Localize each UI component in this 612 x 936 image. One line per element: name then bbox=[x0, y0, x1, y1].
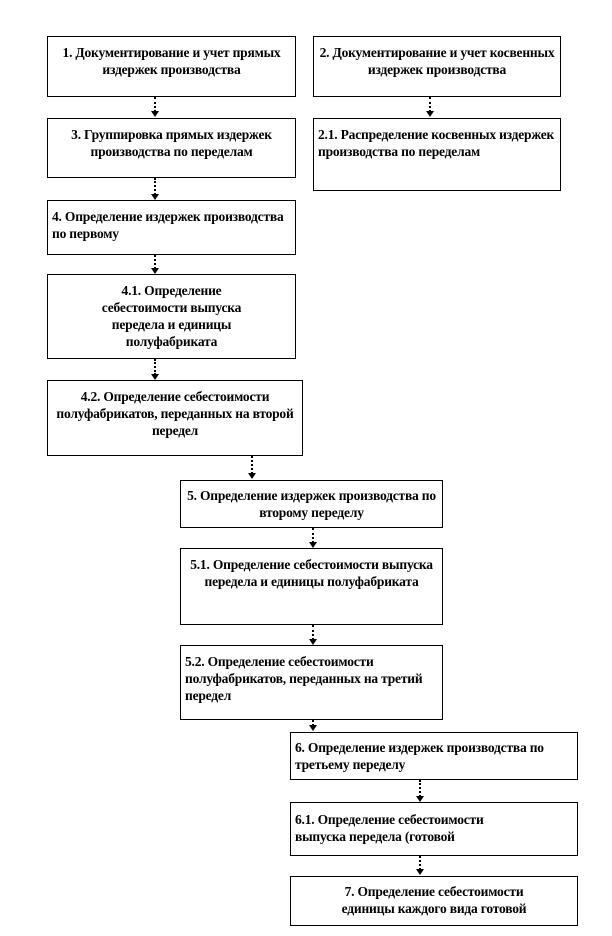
arrow-6-to-6-1 bbox=[419, 780, 421, 797]
arrow-5-1-to-5-2 bbox=[312, 625, 314, 640]
arrow-5-2-to-6 bbox=[312, 720, 314, 726]
arrow-5-to-5-1 bbox=[312, 528, 314, 543]
arrow-6-1-to-7-head bbox=[416, 869, 424, 875]
arrow-5-to-5-1-head bbox=[309, 542, 317, 548]
arrow-4-to-4-1 bbox=[154, 255, 156, 269]
step-4-1-box: 4.1. Определение себестоимости выпуска п… bbox=[47, 274, 296, 359]
step-3-box: 3. Группировка прямых издержек производс… bbox=[47, 118, 296, 178]
step-6-1-box: 6.1. Определение себестоимости выпуска п… bbox=[290, 802, 578, 856]
step-7-text: 7. Определение себестоимости единицы каж… bbox=[341, 884, 527, 916]
arrow-5-1-to-5-2-head bbox=[309, 639, 317, 645]
step-5-1-box: 5.1. Определение себестоимости выпуска п… bbox=[180, 548, 443, 625]
step-4-2-text: 4.2. Определение себестоимости полуфабри… bbox=[56, 389, 294, 438]
arrow-4-1-to-4-2-head bbox=[151, 374, 159, 380]
step-2-box: 2. Документирование и учет косвенных изд… bbox=[313, 36, 561, 97]
arrow-1-to-3 bbox=[154, 97, 156, 112]
arrow-4-2-to-5 bbox=[251, 456, 253, 474]
arrow-3-to-4-head bbox=[151, 194, 159, 200]
step-5-box: 5. Определение издержек производства по … bbox=[180, 480, 443, 528]
step-4-2-box: 4.2. Определение себестоимости полуфабри… bbox=[47, 380, 303, 456]
arrow-3-to-4 bbox=[154, 178, 156, 195]
step-6-text: 6. Определение издержек производства по … bbox=[295, 740, 544, 772]
step-2-1-text: 2.1. Распределение косвенных издержек пр… bbox=[318, 127, 555, 159]
step-5-1-text: 5.1. Определение себестоимости выпуска п… bbox=[190, 557, 433, 589]
arrow-4-to-4-1-head bbox=[151, 268, 159, 274]
step-2-text: 2. Документирование и учет косвенных изд… bbox=[319, 45, 555, 77]
arrow-4-1-to-4-2 bbox=[154, 359, 156, 375]
step-5-text: 5. Определение издержек производства по … bbox=[187, 488, 436, 520]
arrow-4-2-to-5-head bbox=[248, 473, 256, 479]
step-5-2-box: 5.2. Определение себестоимости полуфабри… bbox=[180, 645, 443, 720]
step-1-box: 1. Документирование и учет прямых издерж… bbox=[47, 36, 296, 97]
step-2-1-box: 2.1. Распределение косвенных издержек пр… bbox=[313, 118, 561, 191]
arrow-6-to-6-1-head bbox=[416, 796, 424, 802]
arrow-6-1-to-7 bbox=[419, 856, 421, 870]
step-7-box: 7. Определение себестоимости единицы каж… bbox=[290, 876, 578, 926]
step-1-text: 1. Документирование и учет прямых издерж… bbox=[62, 45, 281, 77]
step-4-1-text: 4.1. Определение себестоимости выпуска п… bbox=[101, 283, 242, 349]
step-6-box: 6. Определение издержек производства по … bbox=[290, 732, 578, 780]
arrow-2-to-2-1 bbox=[429, 97, 431, 112]
arrow-5-2-to-6-head bbox=[309, 725, 317, 731]
step-6-1-text: 6.1. Определение себестоимости выпуска п… bbox=[295, 812, 484, 844]
step-5-2-text: 5.2. Определение себестоимости полуфабри… bbox=[185, 654, 423, 703]
step-4-text: 4. Определение издержек производства по … bbox=[52, 209, 284, 241]
step-4-box: 4. Определение издержек производства по … bbox=[47, 200, 296, 255]
arrow-1-to-3-head bbox=[151, 111, 159, 117]
arrow-2-to-2-1-head bbox=[426, 111, 434, 117]
step-3-text: 3. Группировка прямых издержек производс… bbox=[71, 127, 272, 159]
